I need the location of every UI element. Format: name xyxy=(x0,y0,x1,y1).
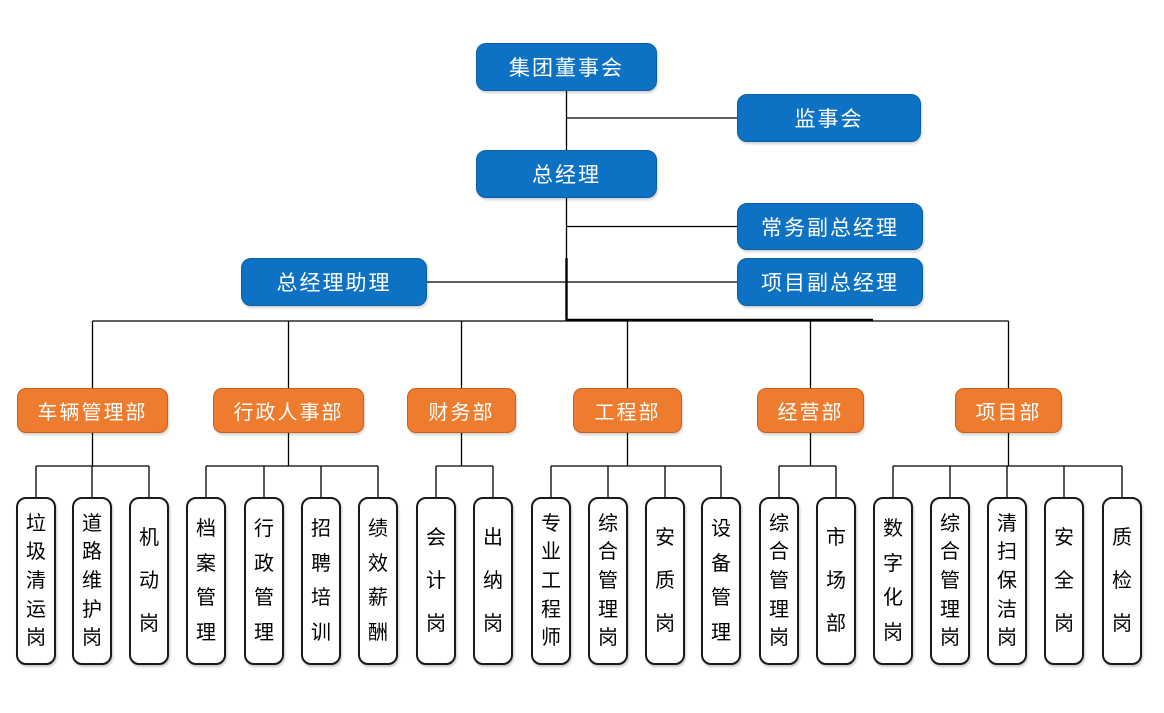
node-executive-deputy-gm: 常务副总经理 xyxy=(737,203,923,250)
dept-admin-hr: 行政人事部 xyxy=(213,388,364,433)
node-supervisory-board: 监事会 xyxy=(737,94,921,142)
position-mobile-duty: 机动岗 xyxy=(129,497,169,665)
dept-engineering: 工程部 xyxy=(573,388,682,433)
position-quality-inspection: 质检岗 xyxy=(1102,497,1142,665)
position-professional-engineer: 专业工程师 xyxy=(531,497,571,665)
node-project-deputy-gm: 项目副总经理 xyxy=(737,258,923,306)
position-recruit-training: 招聘培训 xyxy=(301,497,341,665)
dept-operations: 经营部 xyxy=(757,388,864,433)
node-board-of-directors: 集团董事会 xyxy=(476,43,657,91)
position-digitalization: 数字化岗 xyxy=(873,497,913,665)
node-gm-assistant: 总经理助理 xyxy=(241,258,427,306)
position-general-management-proj: 综合管理岗 xyxy=(930,497,970,665)
position-archive-management: 档案管理 xyxy=(186,497,226,665)
node-general-manager: 总经理 xyxy=(476,150,657,198)
position-safety: 安全岗 xyxy=(1044,497,1084,665)
position-admin-management: 行政管理 xyxy=(244,497,284,665)
position-accounting: 会计岗 xyxy=(416,497,456,665)
dept-project: 项目部 xyxy=(955,388,1062,433)
position-general-management-ops: 综合管理岗 xyxy=(759,497,799,665)
position-sweeping-cleaning: 清扫保洁岗 xyxy=(987,497,1027,665)
position-market-dept: 市场部 xyxy=(816,497,856,665)
position-road-maintenance: 道路维护岗 xyxy=(72,497,112,665)
position-general-management-eng: 综合管理岗 xyxy=(588,497,628,665)
position-garbage-collection: 垃圾清运岗 xyxy=(16,497,56,665)
position-cashier: 出纳岗 xyxy=(473,497,513,665)
dept-finance: 财务部 xyxy=(407,388,516,433)
position-performance-pay: 绩效薪酬 xyxy=(358,497,398,665)
dept-vehicle-management: 车辆管理部 xyxy=(17,388,168,433)
position-equipment-management: 设备管理 xyxy=(701,497,741,665)
position-safety-quality: 安质岗 xyxy=(645,497,685,665)
